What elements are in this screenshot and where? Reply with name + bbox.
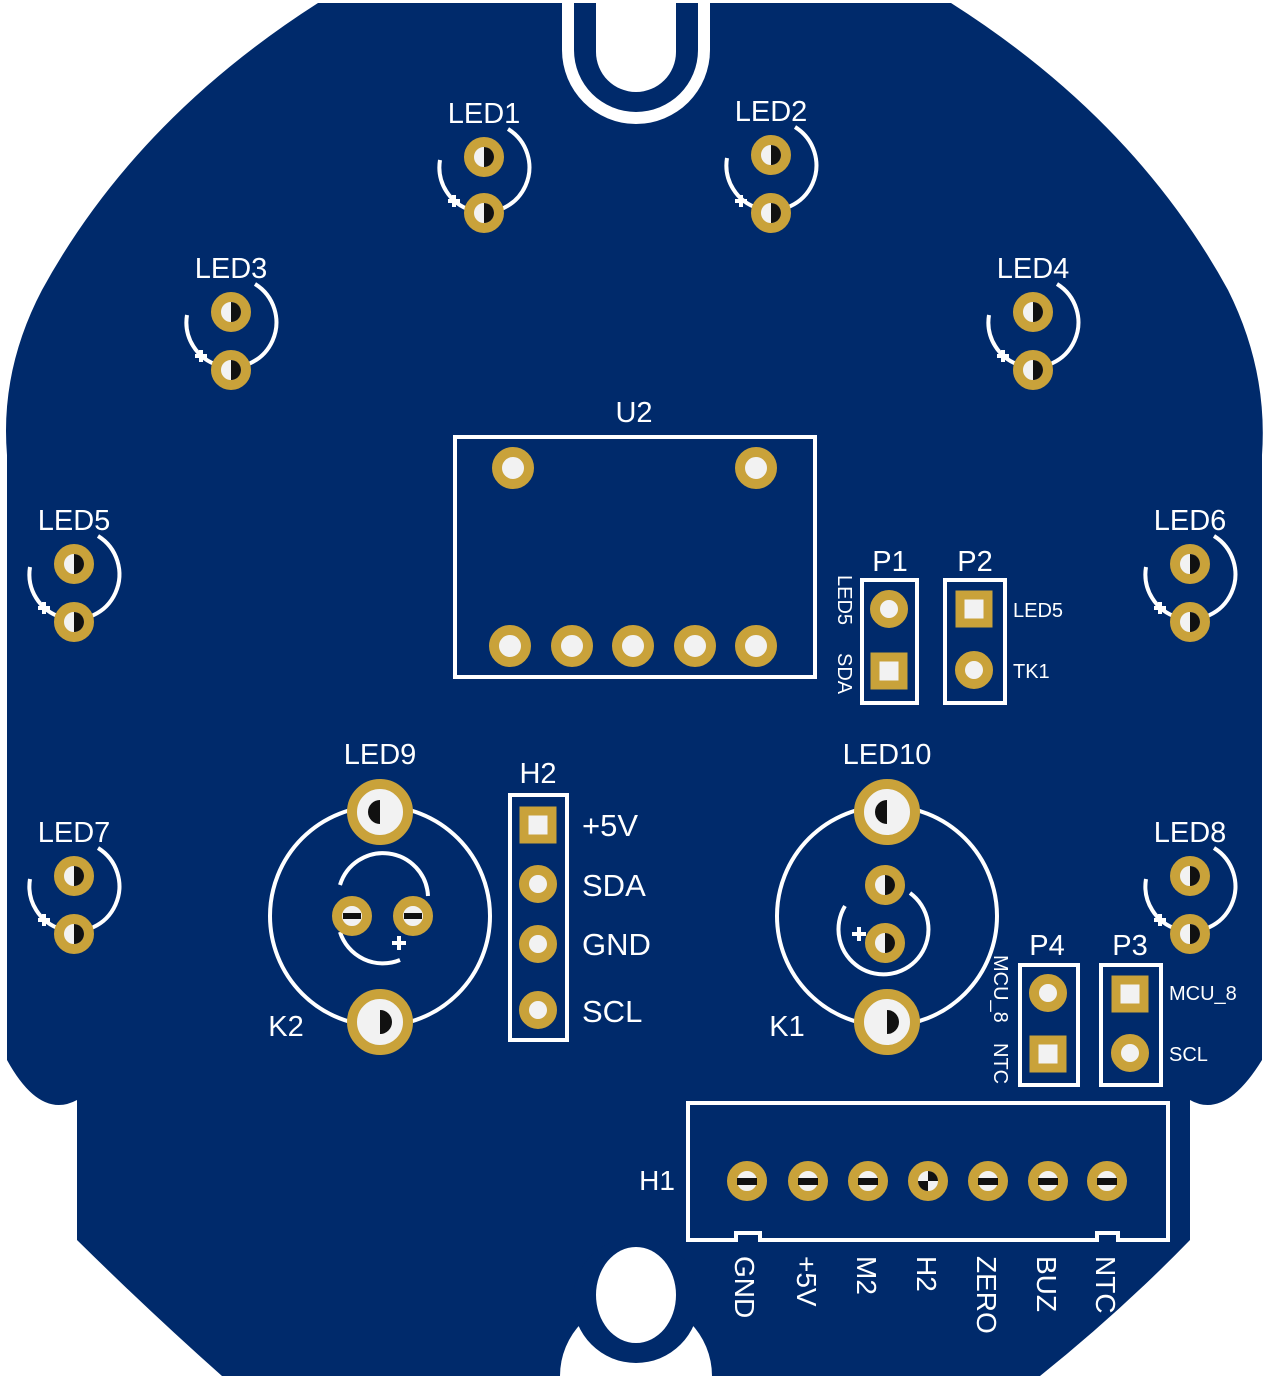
h1-pin4-label: H2 xyxy=(911,1256,942,1292)
p3-pin2-label: SCL xyxy=(1169,1044,1208,1066)
p1-label: P1 xyxy=(872,546,907,578)
led6[interactable]: LED6 xyxy=(1143,505,1238,642)
h1-connector[interactable]: H1 GND +5V M2 H2 ZERO BUZ NTC xyxy=(639,1101,1170,1334)
h2-connector[interactable]: H2 +5V SDA GND SCL xyxy=(508,758,651,1042)
led4-label: LED4 xyxy=(997,253,1070,285)
led2-label: LED2 xyxy=(735,96,808,128)
h1-pin1-label: GND xyxy=(729,1256,760,1318)
h1-pin7-label: NTC xyxy=(1090,1256,1121,1314)
p4-pin1-label: MCU_8 xyxy=(989,955,1011,1023)
led8[interactable]: LED8 xyxy=(1143,817,1238,954)
led6-label: LED6 xyxy=(1154,505,1227,537)
led2[interactable]: LED2 xyxy=(724,96,819,233)
mounting-hole-bottom xyxy=(560,1237,712,1376)
led8-label: LED8 xyxy=(1154,817,1227,849)
mounting-slot-top xyxy=(562,3,710,124)
led7[interactable]: LED7 xyxy=(27,817,122,954)
p2-label: P2 xyxy=(957,546,992,578)
led1-label: LED1 xyxy=(448,98,521,130)
h2-label: H2 xyxy=(519,758,556,790)
led5[interactable]: LED5 xyxy=(27,505,122,642)
led9-label: LED9 xyxy=(344,739,417,771)
k2-led9-group[interactable]: LED9 K2 xyxy=(268,739,492,1055)
k2-label: K2 xyxy=(268,1011,303,1043)
h1-pin2-label: +5V xyxy=(791,1256,822,1307)
h2-pin2-label: SDA xyxy=(582,868,646,903)
p4-pin2-label: NTC xyxy=(989,1043,1011,1084)
u2-module[interactable]: U2 xyxy=(453,397,817,679)
k1-label: K1 xyxy=(769,1011,804,1043)
k1-led10-group[interactable]: LED10 K1 xyxy=(769,739,999,1055)
p1-pin2-label: SDA xyxy=(833,653,855,695)
board-outline xyxy=(6,3,1263,1376)
led1[interactable]: LED1 xyxy=(437,98,532,233)
led5-label: LED5 xyxy=(38,505,111,537)
p2-connector[interactable]: P2 LED5 TK1 xyxy=(943,546,1063,705)
h1-pin5-label: ZERO xyxy=(971,1256,1002,1334)
p1-pin1-label: LED5 xyxy=(833,575,855,625)
led3-label: LED3 xyxy=(195,253,268,285)
u2-label: U2 xyxy=(615,397,652,429)
h1-pin3-label: M2 xyxy=(851,1256,882,1295)
h1-pin6-label: BUZ xyxy=(1031,1256,1062,1312)
p3-label: P3 xyxy=(1112,930,1147,962)
led3[interactable]: LED3 xyxy=(184,253,279,390)
p2-pin1-label: LED5 xyxy=(1013,600,1063,622)
led7-label: LED7 xyxy=(38,817,111,849)
p3-connector[interactable]: P3 MCU_8 SCL xyxy=(1099,930,1237,1087)
p1-connector[interactable]: P1 LED5 SDA xyxy=(833,546,919,705)
h2-pin1-label: +5V xyxy=(582,808,638,843)
p2-pin2-label: TK1 xyxy=(1013,661,1050,683)
p4-connector[interactable]: P4 MCU_8 NTC xyxy=(989,930,1080,1087)
h1-label: H1 xyxy=(639,1165,675,1196)
p3-pin1-label: MCU_8 xyxy=(1169,983,1237,1005)
led4[interactable]: LED4 xyxy=(986,253,1081,390)
p4-label: P4 xyxy=(1029,930,1064,962)
h2-pin3-label: GND xyxy=(582,927,651,962)
h2-pin4-label: SCL xyxy=(582,994,642,1029)
led10-label: LED10 xyxy=(843,739,932,771)
